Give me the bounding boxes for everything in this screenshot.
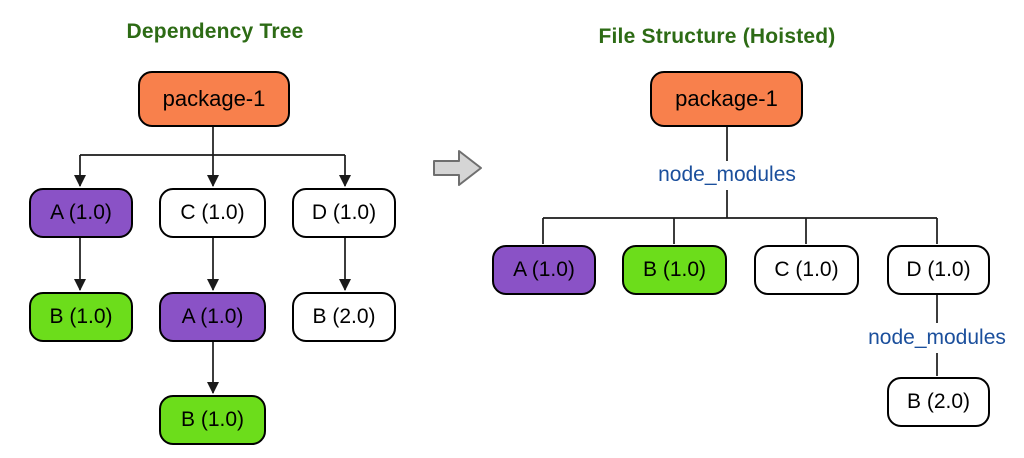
left-tree-edges	[74, 127, 351, 394]
left-node-a-1-0: A (1.0)	[29, 188, 133, 238]
left-node-package-1: package-1	[138, 71, 290, 127]
left-node-d-1-0: D (1.0)	[292, 188, 396, 238]
left-node-b-1-0: B (1.0)	[29, 292, 133, 342]
right-node-d-1-0: D (1.0)	[887, 245, 990, 295]
left-node-b-2-0: B (2.0)	[292, 292, 396, 342]
right-node-b-2-0: B (2.0)	[887, 377, 990, 427]
left-node-nested-a-1-0: A (1.0)	[159, 292, 266, 342]
node-modules-label-nested: node_modules	[868, 326, 1006, 349]
right-diagram-title: File Structure (Hoisted)	[598, 25, 836, 48]
left-diagram-title: Dependency Tree	[126, 20, 304, 43]
left-node-c-1-0: C (1.0)	[159, 188, 266, 238]
right-tree-edges	[542, 127, 938, 376]
node-modules-label-top: node_modules	[658, 163, 796, 186]
right-node-c-1-0: C (1.0)	[754, 245, 859, 295]
right-node-package-1: package-1	[650, 71, 803, 127]
right-node-b-1-0: B (1.0)	[622, 245, 727, 295]
hoist-transform-arrow-icon	[433, 150, 482, 186]
left-node-deep-b-1-0: B (1.0)	[159, 395, 266, 445]
right-node-a-1-0: A (1.0)	[492, 245, 596, 295]
